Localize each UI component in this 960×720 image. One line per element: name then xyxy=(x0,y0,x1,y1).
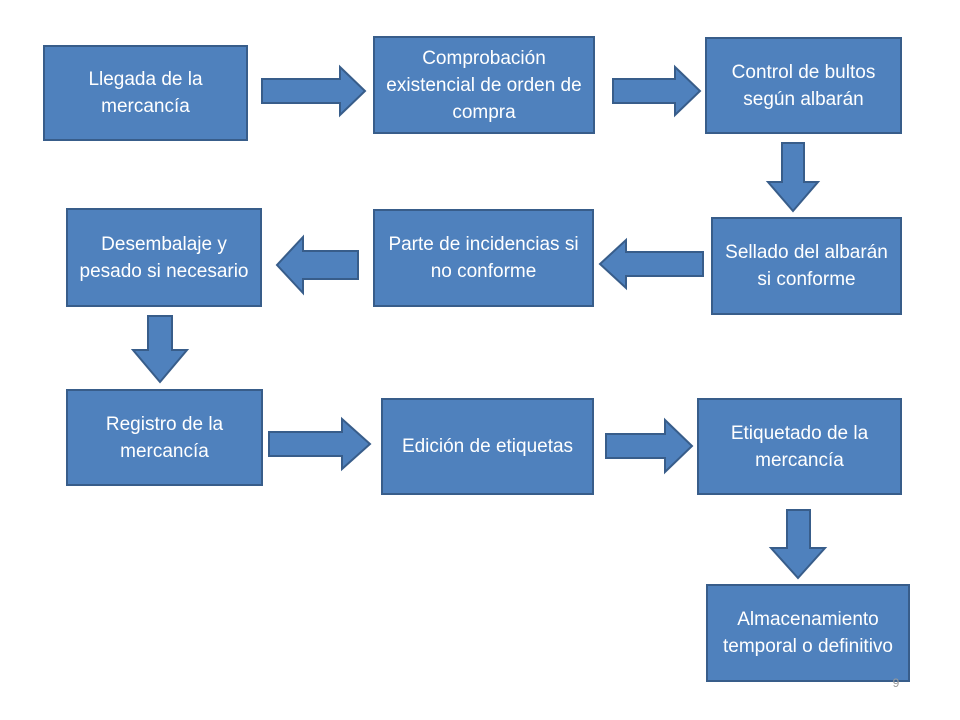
step-label: Registro de la mercancía xyxy=(105,413,224,462)
step-label: Llegada de la mercancía xyxy=(88,69,203,117)
step-label: Control de bultos según albarán xyxy=(731,61,876,110)
step-label: Edición de etiquetas xyxy=(401,436,574,457)
step-label: Etiquetado de la mercancía xyxy=(730,422,869,471)
step-sellado-albaran: Sellado del albarán si conforme xyxy=(711,217,902,315)
arrow-right-2-3 xyxy=(612,64,702,118)
step-label: Desembalaje y pesado si necesario xyxy=(79,233,249,282)
arrow-down-9-10 xyxy=(768,509,828,580)
step-parte-incidencias: Parte de incidencias si no conforme xyxy=(373,209,594,307)
step-almacenamiento: Almacenamiento temporal o definitivo xyxy=(706,584,910,682)
step-llegada-mercancia: Llegada de la mercancía xyxy=(43,45,248,141)
step-control-bultos: Control de bultos según albarán xyxy=(705,37,902,134)
step-comprobacion-orden-compra: Comprobación existencial de orden de com… xyxy=(373,36,595,134)
step-label: Comprobación existencial de orden de com… xyxy=(386,47,582,123)
step-label: Sellado del albarán si conforme xyxy=(725,242,888,290)
step-label: Almacenamiento temporal o definitivo xyxy=(722,609,894,657)
arrow-right-1-2 xyxy=(261,64,367,118)
arrow-down-6-7 xyxy=(130,315,190,384)
arrow-left-5-6 xyxy=(275,234,359,296)
step-registro-mercancia: Registro de la mercancía xyxy=(66,389,263,486)
arrow-right-7-8 xyxy=(268,416,372,472)
arrow-right-8-9 xyxy=(605,417,694,475)
step-edicion-etiquetas: Edición de etiquetas xyxy=(381,398,594,495)
arrow-left-4-5 xyxy=(598,237,704,291)
step-label: Parte de incidencias si no conforme xyxy=(388,234,579,282)
arrow-down-3-4 xyxy=(765,142,821,213)
step-desembalaje-pesado: Desembalaje y pesado si necesario xyxy=(66,208,262,307)
step-etiquetado-mercancia: Etiquetado de la mercancía xyxy=(697,398,902,495)
page-number: 9 xyxy=(892,676,900,690)
